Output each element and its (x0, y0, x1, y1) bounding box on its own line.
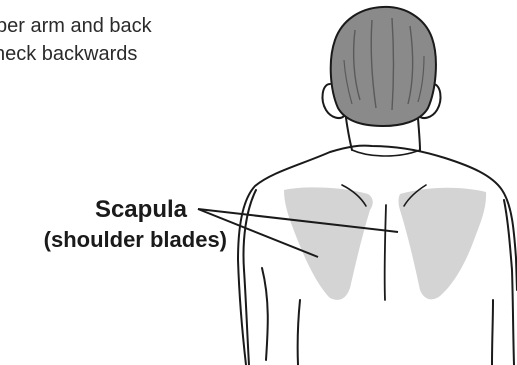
neck-right (418, 118, 420, 150)
neck-left (346, 118, 352, 150)
left-scapula-shape (284, 187, 373, 299)
right-side-line (492, 300, 493, 365)
spine-line (385, 205, 386, 300)
right-scapula-shape (399, 188, 487, 300)
head-hair (331, 7, 436, 126)
collar-line (352, 150, 420, 156)
left-side-line (298, 300, 300, 365)
torso-outline (238, 146, 517, 365)
left-armpit-line (262, 268, 268, 360)
